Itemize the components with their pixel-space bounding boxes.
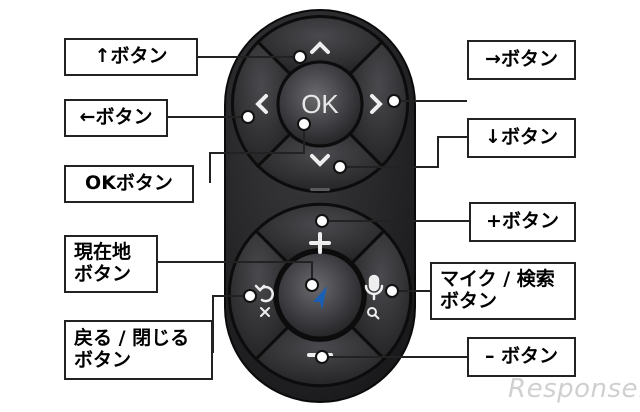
label-plus-button: +ボタン <box>469 202 576 242</box>
label-left-button: ←ボタン <box>64 99 168 137</box>
search-icon <box>367 307 380 320</box>
label-right-button: →ボタン <box>467 40 576 80</box>
label-back-close-button: 戻る / 閉じる ボタン <box>64 320 213 380</box>
label-mic-search-button: マイク / 検索 ボタン <box>430 262 576 320</box>
down-arrow-icon <box>310 154 330 167</box>
label-mic-search-line2: ボタン <box>440 290 498 312</box>
microphone-icon <box>364 274 384 301</box>
label-back-close-line1: 戻る / 閉じる <box>74 327 190 350</box>
up-arrow-icon <box>310 41 330 54</box>
label-current-location-line2: ボタン <box>74 263 132 285</box>
label-mic-search-line1: マイク / 検索 <box>440 268 555 291</box>
label-current-location-button: 現在地 ボタン <box>64 235 158 293</box>
watermark-text: Response. <box>508 374 640 404</box>
label-ok-button: OKボタン <box>64 165 194 203</box>
mic-search-button[interactable] <box>349 228 413 362</box>
back-icon <box>254 284 274 303</box>
close-icon <box>260 307 270 317</box>
plus-icon <box>309 232 331 254</box>
location-arrow-icon <box>313 286 327 310</box>
label-current-location-line1: 現在地 <box>74 241 132 264</box>
label-down-button: ↓ボタン <box>467 118 576 158</box>
indicator-light <box>310 188 330 191</box>
right-arrow-icon <box>370 94 383 114</box>
left-arrow-icon <box>255 94 268 114</box>
label-back-close-line2: ボタン <box>74 349 132 371</box>
ok-button-text: OK <box>301 89 339 119</box>
label-up-button: ↑ボタン <box>64 38 198 76</box>
label-minus-button: – ボタン <box>467 337 576 377</box>
leader-lines <box>158 56 469 358</box>
leader-dots <box>241 50 401 364</box>
